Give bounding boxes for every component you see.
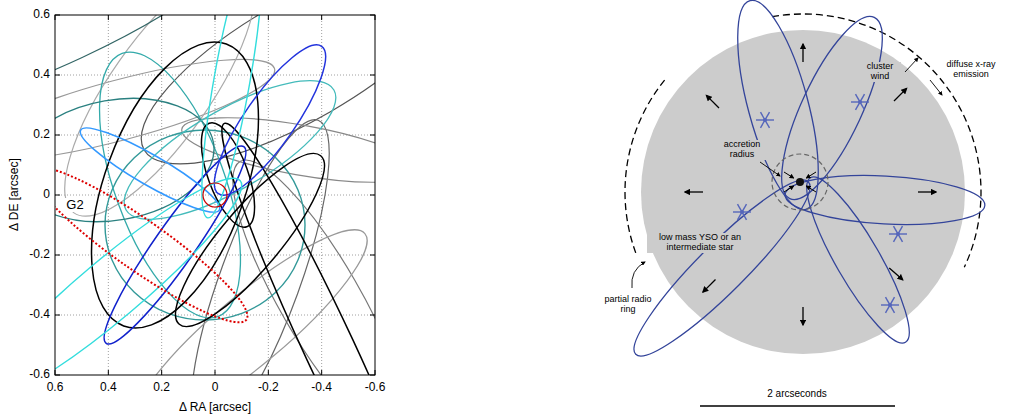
orbit xyxy=(190,15,274,221)
orbit xyxy=(55,15,237,129)
wind-arrow xyxy=(685,191,703,192)
scale-bar xyxy=(700,405,895,406)
tick-label: 0 xyxy=(212,381,219,394)
inflow-arrow xyxy=(784,172,794,178)
tick-label: -0.6 xyxy=(365,381,386,394)
tick-marks xyxy=(55,15,375,375)
annotation: partial radio ring xyxy=(603,295,653,315)
wind-arrow xyxy=(706,95,719,108)
wind-arrow xyxy=(802,307,803,325)
orbit-curves xyxy=(55,15,375,375)
central-black-hole xyxy=(796,178,804,186)
annotation: cluster wind xyxy=(859,62,901,82)
tick-label: 0.4 xyxy=(33,68,50,81)
annotation: accretion radius xyxy=(715,140,769,160)
xray-leader xyxy=(930,80,942,95)
orbit xyxy=(58,20,292,350)
inflow-arrow xyxy=(784,186,794,192)
wind-arrow xyxy=(703,280,716,293)
tick-label: 0.4 xyxy=(100,381,117,394)
orbit xyxy=(55,158,260,375)
orbit xyxy=(156,136,343,343)
orbit xyxy=(73,117,227,223)
tick-label: -0.2 xyxy=(258,381,279,394)
diffuse-emission-disk xyxy=(641,30,965,354)
tick-label: -0.6 xyxy=(29,368,50,381)
annotation: diffuse x-ray emission xyxy=(940,60,1002,80)
snowflake-symbol xyxy=(733,204,751,220)
wind-arrow xyxy=(918,191,936,192)
orbit xyxy=(203,183,227,207)
tick-label: 0.6 xyxy=(33,8,50,21)
tick-label: -0.4 xyxy=(29,308,50,321)
inflow-arrow xyxy=(806,186,816,192)
snowflake-symbol xyxy=(889,226,907,242)
tick-label: 0.2 xyxy=(153,381,170,394)
wind-arrow xyxy=(889,268,903,280)
radio-ring-arc xyxy=(772,14,981,267)
radio-ring-arc xyxy=(625,78,667,253)
star-orbit xyxy=(791,167,924,354)
tick-label: -0.4 xyxy=(311,381,332,394)
axis-title: Δ RA [arcsec] xyxy=(179,401,251,414)
accretion-leader xyxy=(760,162,780,176)
inflow-arrow xyxy=(806,172,816,178)
tick-label: 0.6 xyxy=(47,381,64,394)
star-orbit xyxy=(619,165,825,371)
star-orbit xyxy=(763,5,902,212)
tick-label: 0.2 xyxy=(33,128,50,141)
tick-label: -0.2 xyxy=(29,248,50,261)
radio-leader xyxy=(632,262,645,288)
annotation: low mass YSO or an intermediate star xyxy=(647,233,754,253)
snowflake-symbol xyxy=(756,112,774,128)
tick-label: 0 xyxy=(43,188,50,201)
wind-arrow xyxy=(894,88,907,101)
orbit xyxy=(105,130,305,320)
wind-arrow xyxy=(802,44,803,62)
plot-frame xyxy=(55,15,375,375)
orbit xyxy=(55,150,261,340)
wind-leader xyxy=(905,58,918,72)
accretion-circle xyxy=(772,154,828,210)
axis-title: Δ DE [arcsec] xyxy=(7,159,20,232)
snowflake-symbol xyxy=(851,94,869,110)
orbit xyxy=(70,35,269,336)
scale-label: 2 arcseconds xyxy=(767,388,826,399)
cluster-sketch xyxy=(619,0,986,406)
object-label: G2 xyxy=(65,198,84,212)
snowflake-symbol xyxy=(881,297,899,313)
